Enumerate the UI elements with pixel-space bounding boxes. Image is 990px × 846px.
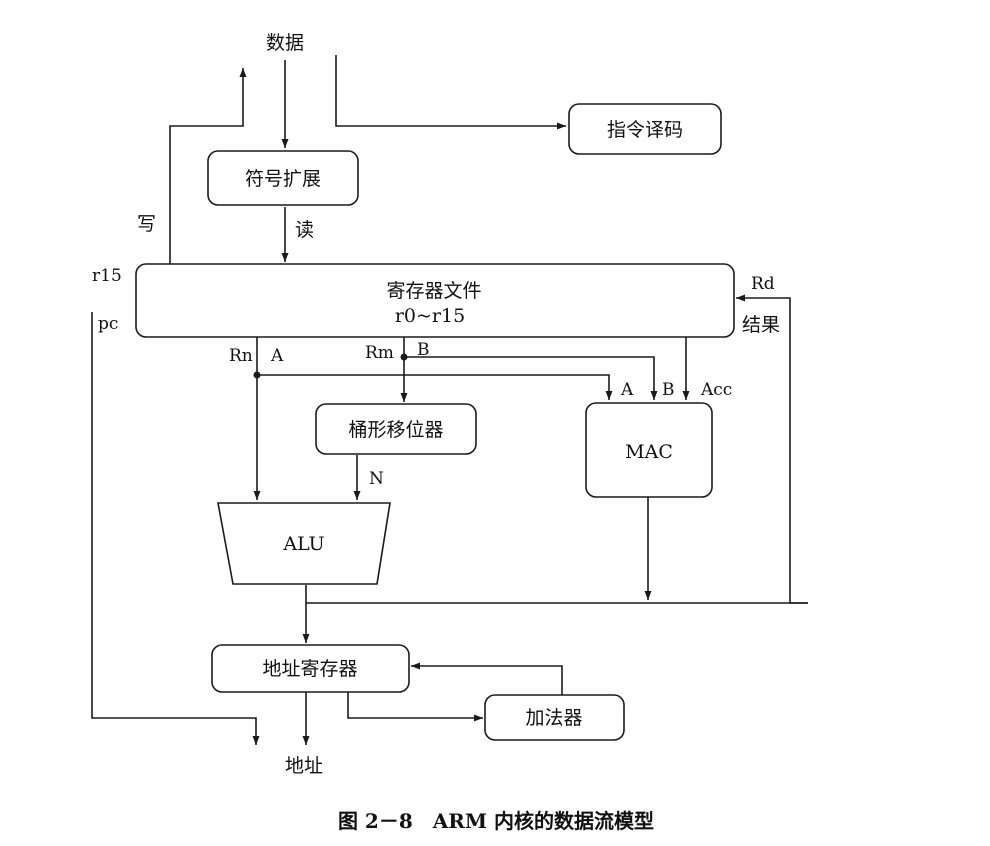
- rm-label: Rm: [365, 343, 394, 363]
- write-label: 写: [137, 213, 156, 235]
- alu-label: ALU: [282, 533, 324, 555]
- register-file-title: 寄存器文件: [386, 280, 481, 302]
- r15-label: r15: [92, 266, 122, 286]
- address-out-label: 地址: [285, 755, 323, 777]
- incrementer-label: 加法器: [525, 707, 582, 729]
- a-bus-horizontal: [257, 374, 613, 400]
- address-register-label: 地址寄存器: [262, 658, 357, 680]
- sign-extend-label: 符号扩展: [245, 168, 321, 190]
- acc-label: Acc: [700, 380, 732, 400]
- instruction-decode-box: [568, 103, 722, 155]
- barrel-shifter-box: [315, 403, 477, 455]
- rd-label: Rd: [751, 274, 775, 294]
- n-bus-label: N: [369, 469, 384, 489]
- decode-wire: [335, 55, 566, 130]
- register-file-box: [135, 263, 735, 338]
- mac-in-a-label: A: [620, 380, 634, 400]
- register-file-range: r0~r15: [395, 305, 465, 327]
- mac-in-b-label: B: [662, 380, 675, 400]
- address-register-box: [211, 644, 410, 693]
- a-bus-label: A: [270, 346, 284, 366]
- read-label: 读: [295, 219, 314, 241]
- pc-label: pc: [98, 314, 118, 334]
- mac-box: [585, 402, 713, 498]
- rn-label: Rn: [229, 346, 253, 366]
- data-input-label: 数据: [266, 32, 304, 54]
- instruction-decode-label: 指令译码: [607, 119, 683, 141]
- mac-label: MAC: [625, 441, 673, 463]
- sign-extend-box: [207, 150, 359, 206]
- write-wire: [169, 68, 247, 264]
- to-incrementer-wire: [347, 692, 483, 722]
- alu-shape: [217, 502, 391, 585]
- a-bus-junction: [253, 371, 261, 379]
- b-bus-label: B: [417, 340, 430, 360]
- result-label: 结果: [742, 314, 780, 336]
- incrementer-box: [484, 694, 625, 741]
- b-bus-to-mac: [404, 356, 658, 400]
- result-feedback-wire: [736, 294, 808, 604]
- pc-wire: [91, 312, 260, 745]
- b-bus-junction: [400, 353, 408, 361]
- barrel-shifter-label: 桶形移位器: [348, 419, 443, 441]
- figure-caption: 图 2－8 ARM 内核的数据流模型: [338, 809, 654, 833]
- from-incrementer-wire: [411, 662, 563, 695]
